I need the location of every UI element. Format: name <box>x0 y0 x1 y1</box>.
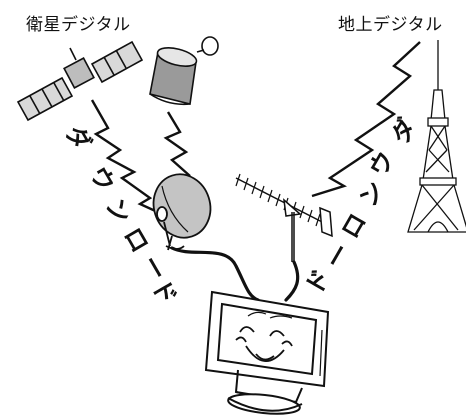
bs-satellite-icon <box>16 40 144 122</box>
download-left-char: ロ <box>118 223 154 258</box>
bs-signal-zigzag <box>90 99 163 216</box>
download-right-char: ン <box>354 177 390 212</box>
download-right-label: ダ ウ ン ロ ー ド <box>300 114 422 300</box>
download-right-char: ド <box>300 265 336 300</box>
download-left-char: ン <box>100 194 136 229</box>
smiling-face-icon <box>235 311 293 362</box>
terrestrial-signal-zigzag <box>311 41 421 198</box>
cs-satellite-icon <box>149 36 219 106</box>
antenna-cable <box>284 260 300 302</box>
signal-zigzags <box>90 41 421 216</box>
satellite-digital-label: 衛星デジタル <box>26 15 131 35</box>
download-right-char: ー <box>320 239 356 274</box>
tv-tower-icon <box>407 40 466 233</box>
antenna-cables <box>170 246 300 302</box>
terrestrial-digital-label: 地上デジタル <box>338 15 443 35</box>
download-right-char: ロ <box>336 209 372 244</box>
cs-signal-zigzag <box>163 111 191 177</box>
television-icon <box>204 290 330 415</box>
download-left-char: ダ <box>60 121 96 156</box>
download-left-char: ウ <box>84 162 120 197</box>
dish-cable <box>170 246 260 302</box>
download-right-char: ダ <box>386 114 422 149</box>
satellite-dish-icon <box>152 173 212 251</box>
uhf-antenna-icon <box>235 173 333 262</box>
